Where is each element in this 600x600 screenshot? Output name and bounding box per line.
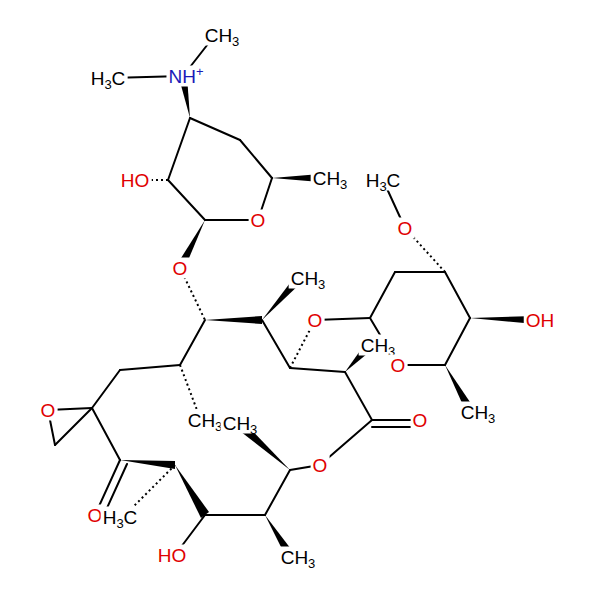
atom-label: O (389, 355, 408, 376)
atom-label: O (39, 400, 58, 421)
atom-label: H3C (364, 170, 403, 191)
atom-label: O (396, 218, 415, 239)
atom-label: H3C (89, 68, 128, 89)
atom-label: HO (156, 545, 189, 566)
atom-label: CH3 (221, 413, 260, 434)
atom-label: CH3 (186, 410, 225, 431)
atom-label: O (411, 410, 430, 431)
atom-label: CH3 (311, 168, 350, 189)
atom-label: CH3 (289, 268, 328, 289)
atom-label: CH3 (359, 335, 398, 356)
atom-label: CH3 (279, 547, 318, 568)
atom-label: H3C (101, 507, 140, 528)
atom-label: OH (524, 310, 557, 331)
atom-label: O (249, 210, 268, 231)
atom-label: HO (119, 170, 152, 191)
atom-label: O (306, 310, 325, 331)
atom-label: CH3 (203, 25, 242, 46)
atom-label: CH3 (459, 402, 498, 423)
atom-label: O (311, 455, 330, 476)
atom-label: O (171, 258, 190, 279)
atom-label: NH+ (166, 66, 205, 87)
